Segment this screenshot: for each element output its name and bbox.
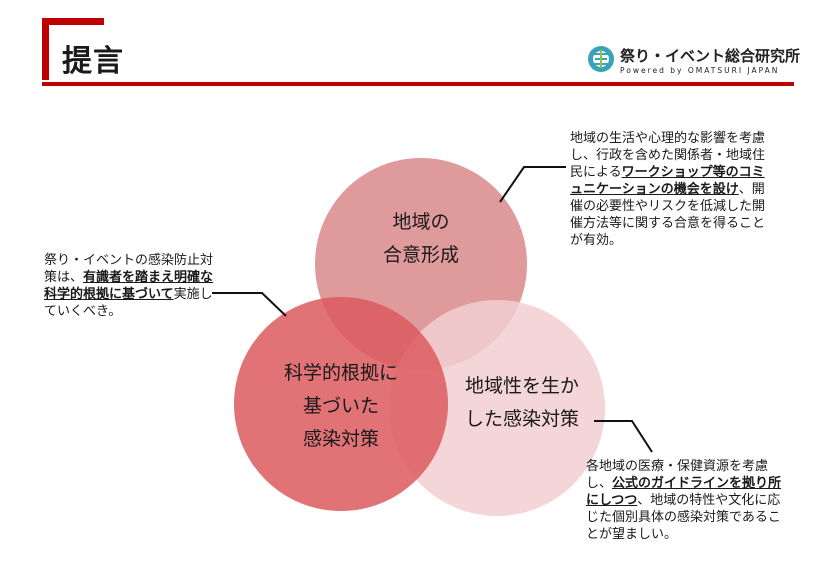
label-scientific-line1: 科学的根拠に <box>283 362 398 384</box>
note-regional-text: 各地域の医療・保健資源を考慮し、 <box>586 459 769 491</box>
note-consensus-text: 地域の生活や心理的な影響を考慮し、行政を含めた関係者・地域住民による <box>570 131 766 180</box>
note-consensus-text-end: 、開催の必要性やリスクを低減した開催方法等に関する合意を得ることが有効。 <box>570 182 766 248</box>
label-scientific: 科学的根拠に 基づいた 感染対策 <box>251 357 431 456</box>
label-regional: 地域性を生か した感染対策 <box>447 370 597 436</box>
label-regional-line1: 地域性を生か <box>464 375 579 397</box>
connector-bottom-right <box>594 420 653 453</box>
label-scientific-line2: 基づいた <box>302 395 379 417</box>
note-regional-text-end: 、地域の特性や文化に応じた個別具体の感染対策であることが望ましい。 <box>586 493 781 542</box>
label-regional-line2: した感染対策 <box>464 408 579 430</box>
note-regional-emphasis: 公式のガイドラインを拠り所にしつつ <box>586 476 782 508</box>
note-scientific-emphasis: 有識者を踏まえ明確な科学的根拠に基づいて <box>44 270 214 302</box>
page-title: 提言 <box>62 44 124 79</box>
header-divider <box>42 82 794 86</box>
org-logo-icon <box>588 46 614 72</box>
note-consensus: 地域の生活や心理的な影響を考慮し、行政を含めた関係者・地域住民によるワークショッ… <box>570 130 776 249</box>
connector-top-right <box>499 166 566 203</box>
label-consensus: 地域の 合意形成 <box>351 206 491 272</box>
label-scientific-line3: 感染対策 <box>302 428 379 450</box>
note-scientific-text: 祭り・イベントの感染防止対策は、 <box>44 253 214 285</box>
connector-left <box>212 292 287 317</box>
title-frame <box>42 18 104 80</box>
circle-regional <box>389 300 605 516</box>
label-consensus-line2: 合意形成 <box>382 244 459 266</box>
org-tagline: Powered by OMATSURI JAPAN <box>620 66 780 75</box>
note-scientific: 祭り・イベントの感染防止対策は、有識者を踏まえ明確な科学的根拠に基づいて実施して… <box>44 252 222 320</box>
label-consensus-line1: 地域の <box>392 211 450 233</box>
note-regional: 各地域の医療・保健資源を考慮し、公式のガイドラインを拠り所にしつつ、地域の特性や… <box>586 458 792 543</box>
note-scientific-text-end: 実施していくべき。 <box>44 287 213 319</box>
note-consensus-emphasis: ワークショップ等のコミュニケーションの機会を設け <box>570 165 765 197</box>
circle-scientific <box>234 297 448 511</box>
org-name: 祭り・イベント総合研究所 <box>620 47 801 65</box>
